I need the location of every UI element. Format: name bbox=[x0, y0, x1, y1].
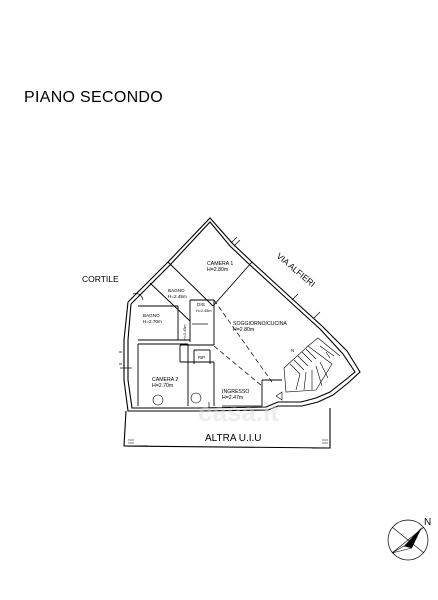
room-dis-name: DIS bbox=[197, 302, 205, 307]
room-bagno1-height: H=2.45m bbox=[168, 294, 187, 299]
room-bagno1-name: BAGNO bbox=[168, 288, 185, 293]
altra-uiu-label: ALTRA U.I.U bbox=[205, 433, 262, 444]
interior-walls bbox=[137, 261, 282, 406]
room-soggiorno-height: H=2.80m bbox=[233, 327, 254, 333]
room-soggiorno-name: SOGGIORNO/CUCINA bbox=[233, 321, 287, 327]
room-bagno2-name: BAGNO bbox=[143, 313, 160, 318]
room-labels: CAMERA 1 H=2.80m BAGNO H=2.45m DIS H=2.4… bbox=[143, 261, 294, 401]
room-dis-height: H=2.45m bbox=[196, 309, 212, 313]
room-camera2-name: CAMERA 2 bbox=[152, 377, 178, 383]
north-label: N bbox=[424, 517, 431, 528]
north-arrow-icon: N bbox=[387, 517, 431, 561]
room-camera1-height: H=2.80m bbox=[207, 267, 228, 273]
watermark: casa.it bbox=[198, 397, 279, 427]
plan-title: PIANO SECONDO bbox=[24, 89, 164, 106]
room-hall-height: H=2.45m bbox=[183, 324, 187, 340]
openings bbox=[119, 236, 321, 408]
stair-n-label: N bbox=[291, 348, 294, 353]
outer-walls bbox=[123, 217, 361, 449]
wall-hatching bbox=[128, 439, 328, 444]
room-camera1-name: CAMERA 1 bbox=[207, 261, 233, 267]
room-ingresso-name: INGRESSO bbox=[222, 389, 249, 395]
room-bagno2-height: H=2.70m bbox=[143, 319, 162, 324]
via-alfieri-label: VIA ALFIERI bbox=[275, 251, 318, 289]
room-camera2-height: H=2.70m bbox=[152, 383, 173, 389]
cortile-label: CORTILE bbox=[82, 274, 119, 284]
room-ingresso-height: H=2.47m bbox=[222, 395, 243, 401]
dashed-lines bbox=[213, 299, 273, 387]
room-rip-label: RIP. bbox=[198, 355, 206, 360]
staircase bbox=[275, 337, 341, 401]
